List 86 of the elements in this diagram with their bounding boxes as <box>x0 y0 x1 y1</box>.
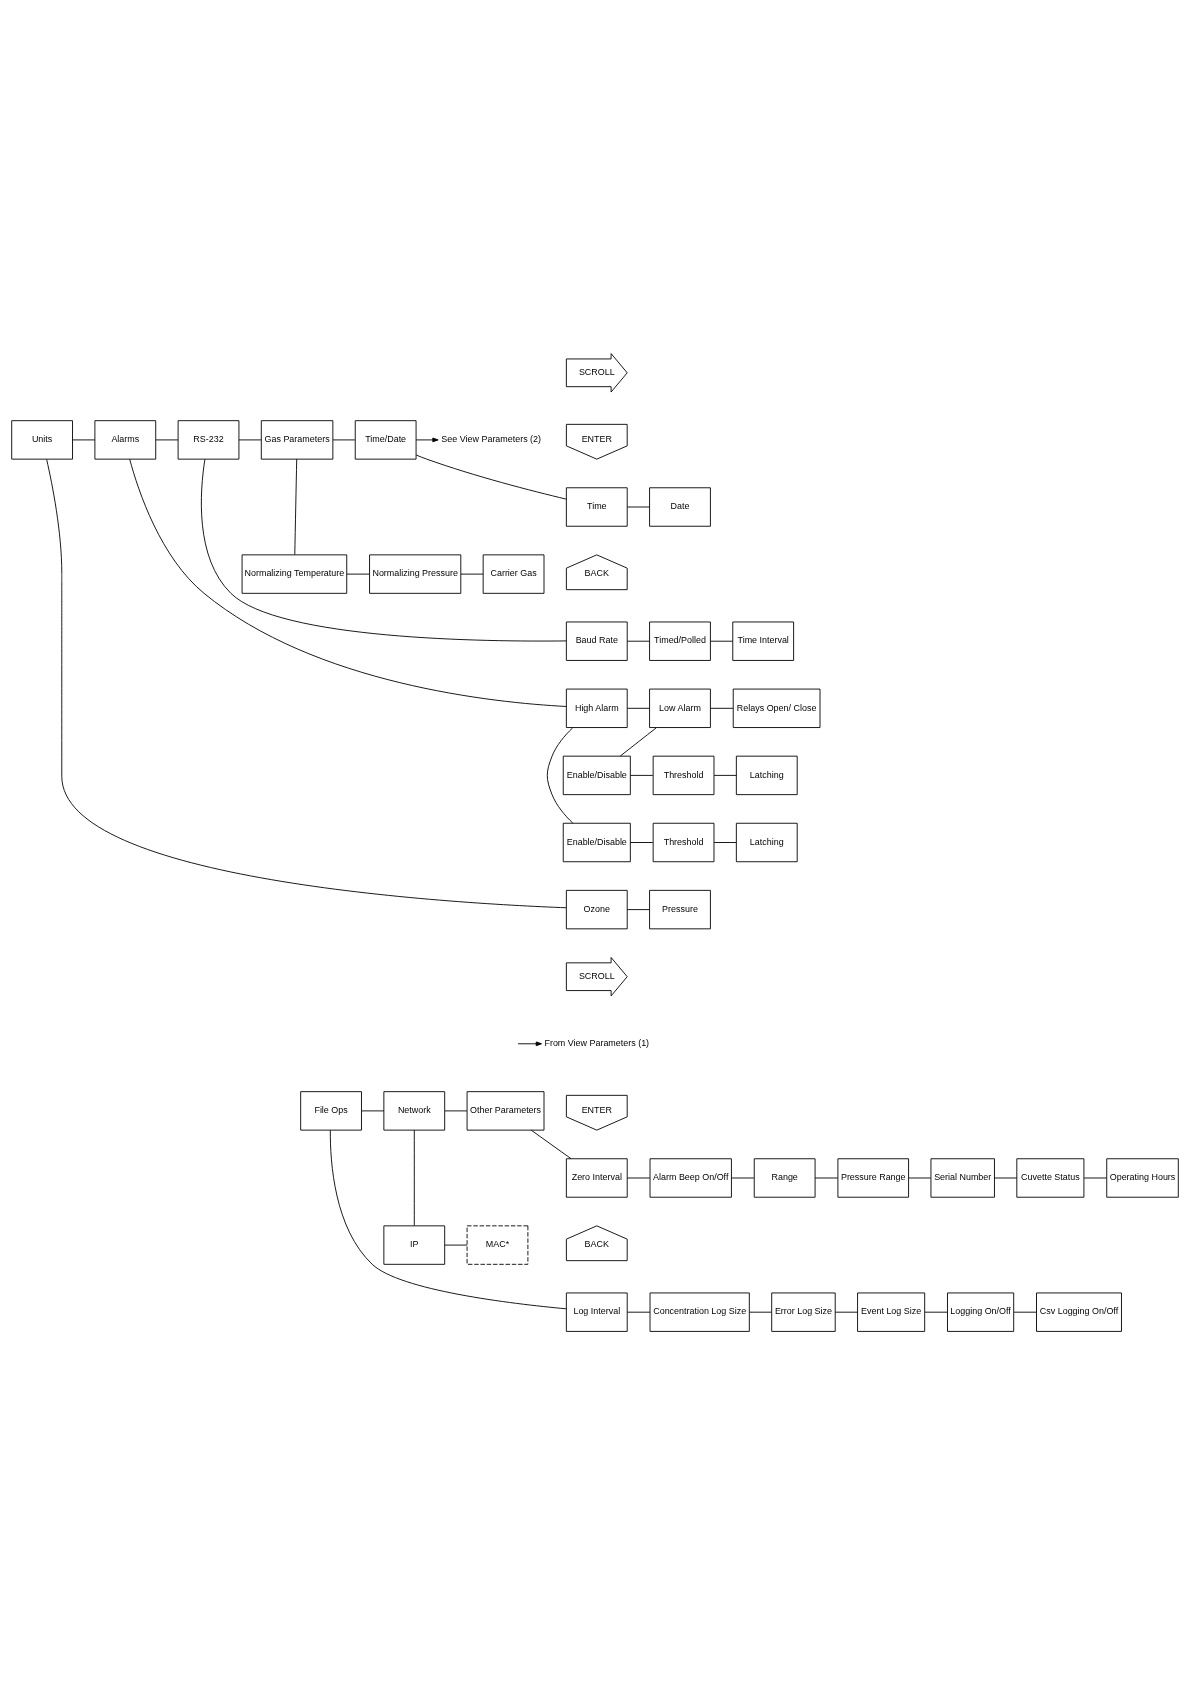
node-box: Concentration Log Size <box>649 1292 750 1332</box>
node-box: Alarms <box>94 419 157 460</box>
connector <box>346 573 370 575</box>
node-box: Pressure <box>649 889 711 929</box>
node-box: Carrier Gas <box>482 553 545 594</box>
node-box: High Alarm <box>565 688 628 728</box>
connector <box>908 1177 932 1178</box>
connector <box>713 841 737 843</box>
node-text: See View Parameters (2) <box>441 433 542 444</box>
node-box: Enable/Disable <box>562 822 631 862</box>
node-box: Operating Hours <box>1106 1157 1179 1198</box>
connector <box>731 1177 755 1178</box>
connector <box>626 707 650 709</box>
connector <box>626 640 650 642</box>
node-box: Latching <box>735 755 798 795</box>
node-box: Alarm Beep On/Off <box>649 1157 732 1198</box>
node-box: Zero Interval <box>565 1157 628 1198</box>
node-box: Network <box>383 1090 446 1131</box>
connector <box>619 726 657 757</box>
node-box: Threshold <box>652 822 715 862</box>
node-box: Threshold <box>652 755 715 795</box>
connector <box>46 458 567 908</box>
connector <box>294 458 298 555</box>
connector <box>530 1129 572 1159</box>
connector <box>444 1244 468 1246</box>
node-box: Units <box>11 419 73 460</box>
connector <box>629 774 654 776</box>
connector <box>626 908 650 910</box>
connector <box>413 1129 415 1226</box>
connector <box>710 707 734 709</box>
connector <box>329 1129 567 1309</box>
node-box: Time <box>565 486 628 527</box>
node-box: Time/Date <box>354 419 417 460</box>
node-box: Gas Parameters <box>260 419 334 460</box>
connector <box>626 506 650 507</box>
node-box: Relays Open/ Close <box>732 688 821 728</box>
node-box: Error Log Size <box>771 1292 836 1332</box>
node-box: Latching <box>735 822 798 862</box>
connector <box>626 1177 651 1178</box>
connector <box>629 841 654 843</box>
node-box: Ozone <box>565 889 628 929</box>
connector <box>238 438 262 440</box>
node-box: Event Log Size <box>857 1292 926 1332</box>
node-box: Date <box>649 486 711 527</box>
connector <box>72 438 96 440</box>
node-box: Baud Rate <box>565 621 628 661</box>
connector <box>332 438 356 440</box>
node-box: Range <box>753 1157 816 1198</box>
arrow <box>519 1040 543 1046</box>
connector <box>1083 1177 1107 1178</box>
node-box: File Ops <box>300 1090 362 1131</box>
node-box: Enable/Disable <box>562 755 631 795</box>
node-text: From View Parameters (1) <box>544 1037 650 1048</box>
connector <box>129 458 567 707</box>
connector <box>924 1311 948 1313</box>
node-box: Timed/Polled <box>649 621 711 661</box>
node-box: Csv Logging On/Off <box>1036 1292 1122 1332</box>
connector <box>361 1109 385 1111</box>
connector <box>626 1311 651 1313</box>
connector <box>749 1311 772 1313</box>
connector <box>546 726 574 824</box>
connector <box>1013 1311 1037 1313</box>
connector <box>834 1311 858 1313</box>
arrow <box>415 437 439 442</box>
connector <box>444 1109 468 1111</box>
connector <box>814 1177 839 1178</box>
node-box: MAC* <box>466 1224 529 1265</box>
node-box: Normalizing Pressure <box>369 553 462 594</box>
node-box: Serial Number <box>930 1157 995 1198</box>
connector <box>713 774 737 776</box>
connector <box>200 458 567 641</box>
node-box: Low Alarm <box>649 688 711 728</box>
connector <box>994 1177 1018 1178</box>
node-box: Time Interval <box>732 621 795 661</box>
node-box: Other Parameters <box>466 1090 545 1131</box>
node-box: Cuvette Status <box>1016 1157 1085 1198</box>
node-box: Log Interval <box>565 1292 628 1332</box>
node-box: Logging On/Off <box>947 1292 1015 1332</box>
node-box: RS-232 <box>177 419 240 460</box>
connector <box>415 454 567 500</box>
node-box: Normalizing Temperature <box>241 553 348 594</box>
connector <box>710 640 734 642</box>
connector <box>460 573 484 575</box>
node-box: Pressure Range <box>837 1157 909 1198</box>
node-box: IP <box>383 1224 446 1265</box>
connector <box>155 438 179 440</box>
